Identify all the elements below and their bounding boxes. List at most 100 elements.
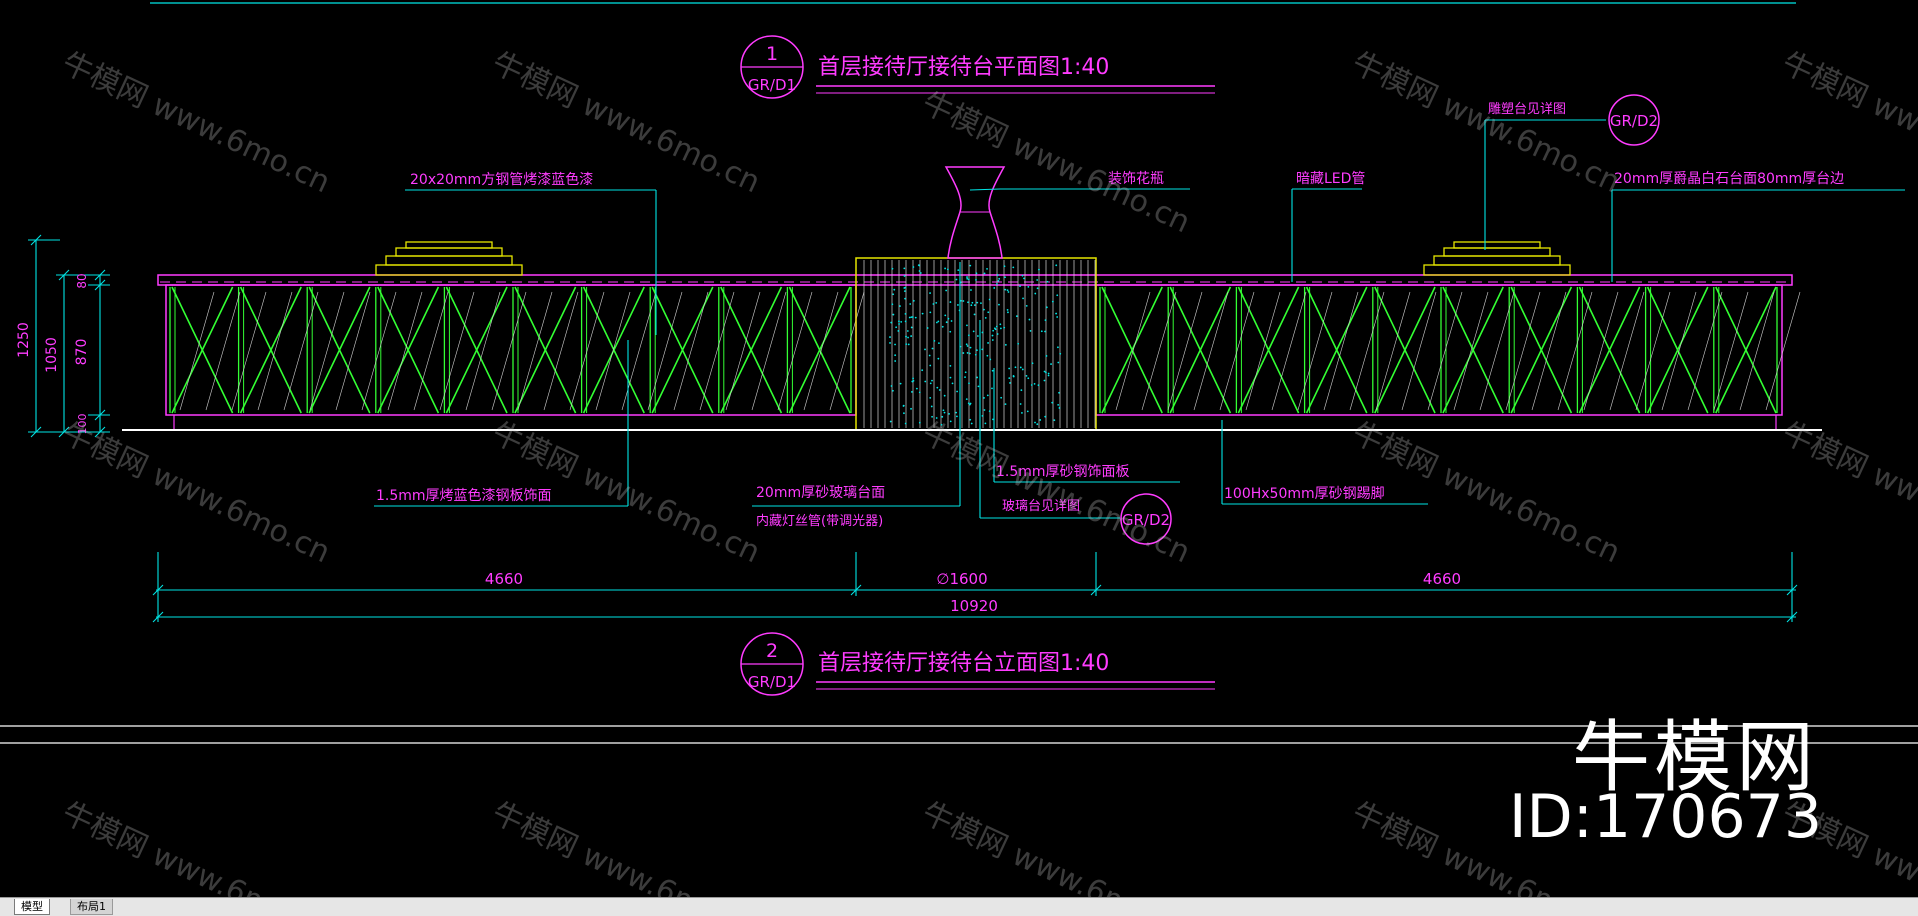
sparkle-dot [966, 277, 969, 280]
sparkle-dot [998, 303, 1000, 306]
hatch-line [1401, 291, 1437, 411]
sparkle-dot [935, 321, 938, 324]
callout-number-1: 1 [766, 43, 778, 65]
hatch-line [1167, 291, 1203, 411]
tab-layout1[interactable]: 布局1 [70, 899, 113, 915]
left-sculpture-plinth [375, 241, 523, 276]
hatch-line [1453, 291, 1489, 411]
sparkle-dot [971, 301, 974, 304]
sparkle-dot [1028, 318, 1031, 321]
sparkle-dot [1036, 279, 1039, 281]
sparkle-dot [921, 312, 924, 315]
sparkle-dot [943, 411, 946, 414]
sparkle-dot [989, 358, 992, 361]
sparkle-dot [918, 270, 921, 272]
hatch-line [231, 291, 267, 411]
sparkle-dot [921, 369, 924, 372]
sparkle-dot [929, 396, 932, 399]
sparkle-dot [973, 304, 976, 307]
sparkle-dot [1055, 312, 1058, 315]
sparkle-dot [1045, 355, 1048, 357]
sparkle-dot [1037, 384, 1040, 387]
hatch-line [803, 291, 839, 411]
hatch-line [335, 291, 371, 411]
hatch-line [725, 291, 761, 411]
plan-title-block: 1 GR/D1 首层接待厅接待台平面图1:40 [740, 35, 1215, 99]
hatch-line [1739, 291, 1775, 411]
sparkle-dot [1007, 311, 1009, 314]
sparkle-dot [1059, 352, 1062, 355]
sparkle-dot [977, 385, 980, 388]
sparkle-dot [903, 412, 905, 415]
hatch-line [1141, 291, 1177, 411]
sparkle-dot [909, 303, 912, 305]
sparkle-dot [992, 329, 995, 332]
sparkle-dot [944, 267, 947, 270]
hatch-line [1609, 291, 1645, 411]
hatch-line [751, 291, 787, 411]
callout-circle-ref-top [1608, 94, 1660, 146]
x-brace [1374, 286, 1436, 414]
watermark-text: 牛模网 www.6mo.cn [487, 796, 766, 897]
sparkle-dot [970, 422, 973, 425]
hatch-line [1375, 291, 1411, 411]
sparkle-dot [889, 336, 891, 338]
top-annotations [405, 119, 1905, 335]
sparkle-dot [1006, 309, 1009, 311]
sparkle-dot [1004, 288, 1007, 291]
sparkle-dot [924, 348, 926, 351]
sparkle-dot [1043, 379, 1046, 382]
sparkle-dot [899, 382, 902, 385]
sparkle-dot [919, 272, 922, 274]
note-glass-top: 20mm厚砂玻璃台面 [756, 484, 885, 501]
sparkle-dot [967, 301, 969, 304]
sparkle-dot [932, 303, 935, 305]
sparkle-dot [949, 420, 952, 423]
sparkle-dot [970, 304, 973, 307]
sparkle-dot [991, 334, 994, 337]
plan-title: 首层接待厅接待台平面图1:40 [818, 55, 1109, 80]
watermark-text: 牛模网 www.6mo.cn [1347, 46, 1626, 201]
sparkle-dot [905, 343, 908, 346]
sparkle-dot [1051, 401, 1054, 404]
sparkle-dot [1022, 297, 1024, 300]
sparkle-dot [1058, 391, 1060, 394]
watermark-text: 牛模网 www.6mo.cn [1347, 416, 1626, 571]
sparkle-dot [956, 415, 958, 418]
x-brace [1169, 286, 1232, 414]
sparkle-dot [966, 352, 969, 354]
sparkle-dot [981, 331, 984, 334]
left-panel-outline [165, 284, 857, 416]
sparkle-dot [890, 321, 893, 324]
watermark-text: 牛模网 www.6mo.cn [57, 46, 336, 201]
hatch-line [1661, 291, 1697, 411]
sparkle-dot [1003, 326, 1006, 329]
sparkle-dot [929, 311, 932, 314]
sparkle-dot [892, 389, 894, 392]
sparkle-dot [973, 313, 976, 316]
sparkle-dot [1009, 382, 1011, 384]
sparkle-dot [964, 376, 966, 379]
sparkle-dot [998, 277, 1001, 280]
sparkle-dot [948, 412, 951, 415]
model-id: ID:170673 [1508, 782, 1822, 852]
sparkle-dot [929, 382, 932, 385]
sparkle-dot [983, 272, 986, 275]
callout-sheet-1: GR/D1 [748, 76, 796, 94]
hatch-line [387, 291, 423, 411]
tab-model[interactable]: 模型 [14, 899, 50, 915]
sparkle-dot [899, 305, 901, 307]
x-brace [239, 286, 302, 414]
sparkle-dot [903, 275, 906, 277]
sparkle-dot [892, 293, 895, 296]
sparkle-dot [891, 267, 894, 270]
left-x-bracing [169, 286, 852, 414]
sparkle-dot [1021, 412, 1023, 414]
sparkle-dot [1000, 396, 1003, 399]
hatch-line [1427, 291, 1463, 411]
hatch-line [673, 291, 709, 411]
sparkle-dot [918, 421, 921, 424]
sparkle-dot [942, 409, 945, 412]
